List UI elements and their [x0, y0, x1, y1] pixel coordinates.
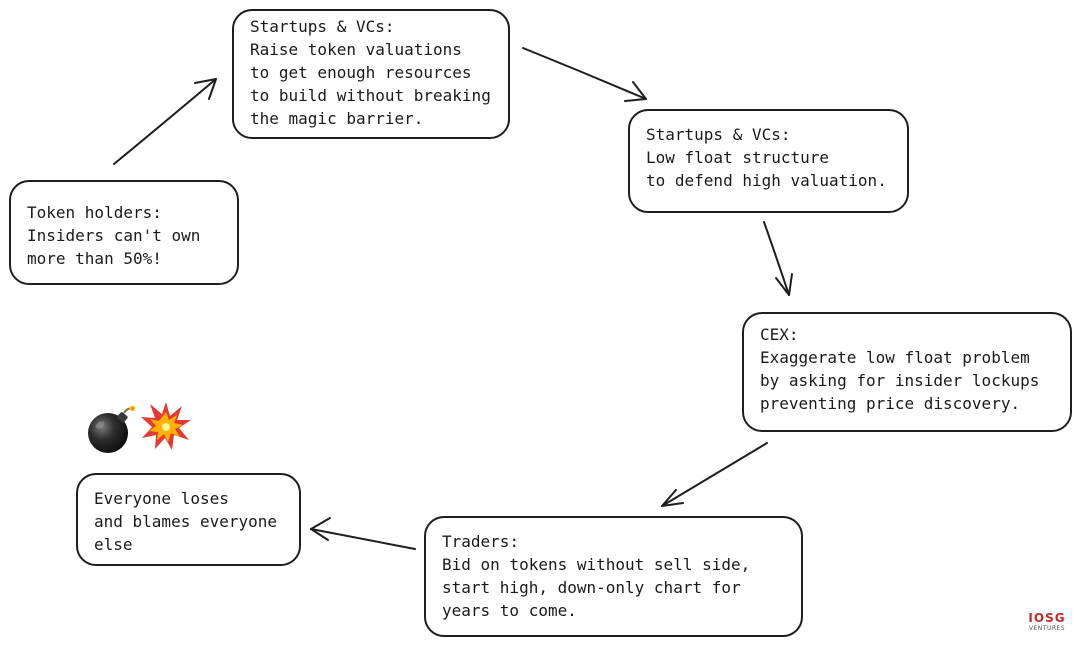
explosion-icon — [141, 402, 191, 450]
node-line: by asking for insider lockups — [760, 371, 1040, 390]
arrow-cex-to-traders — [661, 442, 768, 507]
node-line: preventing price discovery. — [760, 394, 1021, 413]
node-line: Low float structure — [646, 148, 830, 167]
bomb-icon — [88, 405, 136, 453]
arrow-raise-to-low-float — [522, 47, 647, 102]
node-line: the magic barrier. — [250, 109, 424, 128]
arrow-traders-to-everyone-loses — [310, 517, 416, 550]
node-line: Raise token valuations — [250, 40, 462, 59]
node-cex: CEX: Exaggerate low float problem by ask… — [742, 312, 1072, 432]
node-line: else — [94, 535, 133, 554]
node-line: Token holders: — [27, 203, 162, 222]
node-line: CEX: — [760, 325, 799, 344]
node-line: Startups & VCs: — [646, 125, 791, 144]
iosg-ventures-logo: IOSG VENTURES — [1024, 612, 1070, 636]
arrow-low-float-to-cex — [763, 221, 793, 296]
node-line: to get enough resources — [250, 63, 472, 82]
arrow-token-holders-to-raise — [113, 78, 217, 165]
node-line: more than 50%! — [27, 249, 162, 268]
node-line: years to come. — [442, 601, 577, 620]
node-token-holders: Token holders: Insiders can't own more t… — [9, 180, 239, 285]
node-line: to defend high valuation. — [646, 171, 887, 190]
node-line: Insiders can't own — [27, 226, 201, 245]
node-line: Everyone loses — [94, 489, 229, 508]
logo-subtitle: VENTURES — [1028, 625, 1066, 632]
node-line: and blames everyone — [94, 512, 278, 531]
node-line: start high, down-only chart for — [442, 578, 741, 597]
node-startups-low-float: Startups & VCs: Low float structure to d… — [628, 109, 909, 213]
node-line: to build without breaking — [250, 86, 491, 105]
node-line: Startups & VCs: — [250, 17, 395, 36]
node-traders: Traders: Bid on tokens without sell side… — [424, 516, 803, 637]
logo-wordmark: IOSG — [1028, 611, 1066, 625]
node-line: Traders: — [442, 532, 520, 551]
node-startups-raise-valuations: Startups & VCs: Raise token valuations t… — [232, 9, 510, 139]
node-line: Bid on tokens without sell side, — [442, 555, 751, 574]
node-everyone-loses: Everyone loses and blames everyone else — [76, 473, 301, 566]
node-line: Exaggerate low float problem — [760, 348, 1030, 367]
